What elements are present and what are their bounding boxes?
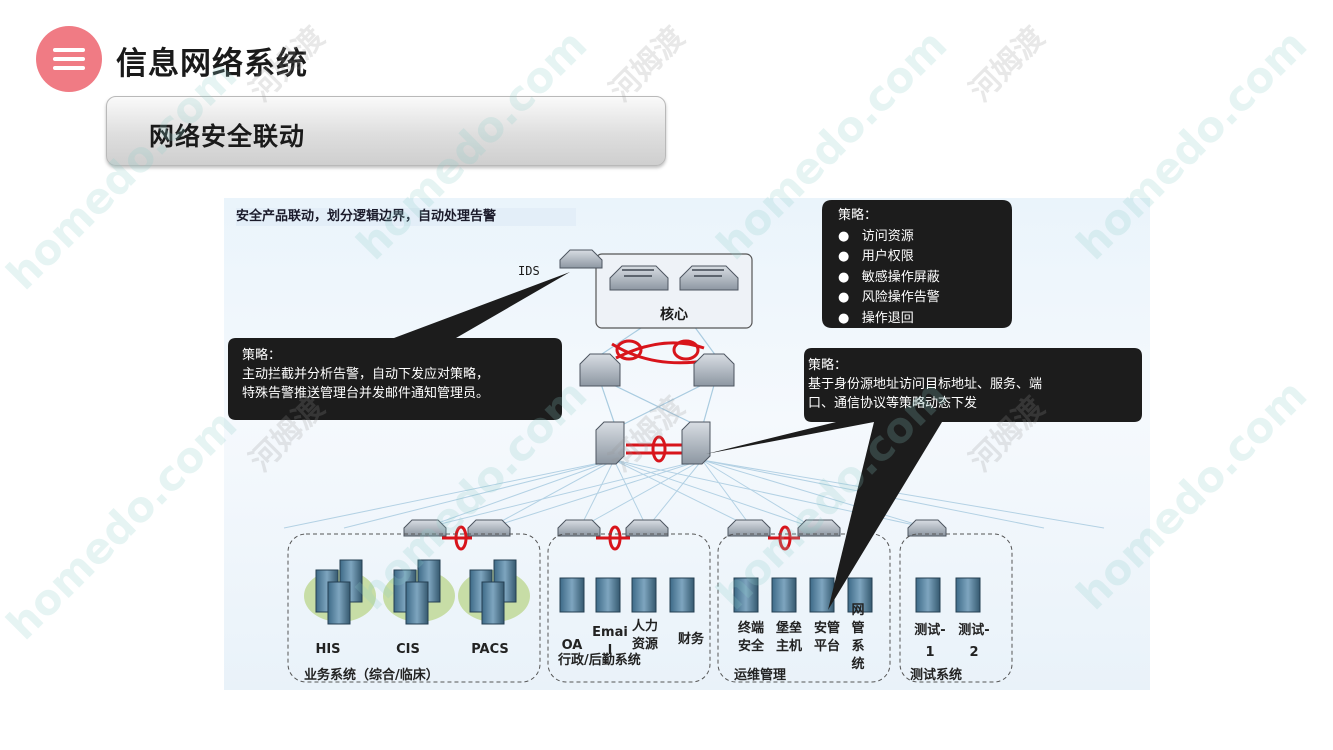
bullet-icon: ● bbox=[838, 228, 850, 244]
link-aggregation bbox=[442, 339, 800, 551]
server-label-test2: 测试-2 bbox=[958, 623, 990, 660]
server-icon-cis bbox=[393, 559, 441, 625]
server-label-bastion: 堡垒主机 bbox=[775, 621, 802, 654]
group-box-admin bbox=[547, 533, 711, 683]
menu-icon[interactable] bbox=[36, 26, 102, 92]
server-icon-his bbox=[315, 559, 363, 625]
section-banner: 网络安全联动 bbox=[106, 96, 666, 166]
access-switch-icon bbox=[625, 519, 669, 537]
section-title: 网络安全联动 bbox=[149, 122, 306, 151]
access-switch-icon bbox=[727, 519, 771, 537]
group-box-business bbox=[287, 533, 541, 683]
callout-ids-title: 策略： bbox=[242, 348, 282, 363]
diagram-graphics bbox=[228, 200, 1142, 683]
server-label-his: HIS bbox=[315, 642, 341, 657]
callout-access bbox=[706, 348, 1142, 454]
callout-strategy bbox=[822, 200, 1012, 328]
ids-label: IDS bbox=[518, 264, 540, 278]
server-label-hr: 人力资源 bbox=[631, 619, 658, 652]
aggregation-switch-icon bbox=[693, 353, 735, 387]
group-label-admin: 行政/后勤系统 bbox=[558, 653, 641, 668]
aggregation-switch-icon bbox=[579, 353, 621, 387]
core-switch-icon bbox=[679, 265, 739, 291]
access-switch-icon bbox=[403, 519, 447, 537]
access-switch-icon bbox=[797, 519, 841, 537]
server-label-terminal: 终端安全 bbox=[737, 621, 764, 654]
core-label: 核心 bbox=[660, 307, 688, 323]
server-icon-pacs bbox=[469, 559, 517, 625]
group-box-test bbox=[899, 533, 1013, 683]
watermark-brand: 河姆渡 bbox=[963, 20, 1052, 109]
server-icon bbox=[771, 577, 797, 613]
callout-access-text: 策略： 基于身份源地址访问目标地址、服务、端 口、通信协议等策略动态下发 bbox=[808, 356, 1140, 413]
server-icon bbox=[631, 577, 657, 613]
callout-ids-line: 主动拦截并分析告警，自动下发应对策略， bbox=[242, 367, 490, 382]
callout-strategy-item: ● 敏感操作屏蔽 bbox=[838, 269, 940, 285]
callout-ids-line: 特殊告警推送管理台并发邮件通知管理员。 bbox=[242, 386, 490, 401]
access-switch-icon bbox=[467, 519, 511, 537]
server-icon bbox=[595, 577, 621, 613]
server-label-netmgmt: 网管系统 bbox=[851, 603, 865, 672]
bullet-icon: ● bbox=[838, 269, 850, 285]
bullet-icon: ● bbox=[838, 310, 850, 326]
callout-shapes bbox=[228, 200, 1142, 610]
network-diagram: 安全产品联动，划分逻辑边界，自动处理告警 IDS 核心 策略： 主动拦截并分析告… bbox=[224, 198, 1150, 690]
watermark-text: homedo.com bbox=[0, 399, 247, 650]
callout-access-line: 基于身份源地址访问目标地址、服务、端 bbox=[808, 377, 1043, 392]
access-switch-icon bbox=[557, 519, 601, 537]
uplink-lines bbox=[283, 459, 1105, 529]
ids-device-icon bbox=[559, 249, 603, 269]
callout-access-line: 口、通信协议等策略动态下发 bbox=[808, 396, 978, 411]
callout-strategy-item: ● 用户权限 bbox=[838, 249, 914, 264]
callout-strategy-item: ● 操作退回 bbox=[838, 310, 914, 326]
server-icon bbox=[733, 577, 759, 613]
callout-strategy-text: 策略： ● 访问资源 ● 用户权限 ● 敏感操作屏蔽 ● 风险操作告警 ● 操作… bbox=[838, 206, 1008, 329]
callout-access-pointer bbox=[828, 422, 942, 610]
server-icon bbox=[955, 577, 981, 613]
bullet-icon: ● bbox=[838, 249, 850, 264]
callout-strategy-title: 策略： bbox=[838, 208, 878, 223]
callout-ids bbox=[228, 272, 570, 420]
server-label-secmgmt: 安管平台 bbox=[813, 621, 840, 654]
firewall-icon bbox=[681, 421, 711, 465]
group-label-ops: 运维管理 bbox=[734, 668, 787, 683]
callout-ids-text: 策略： 主动拦截并分析告警，自动下发应对策略， 特殊告警推送管理台并发邮件通知管… bbox=[242, 346, 560, 403]
server-label-pacs: PACS bbox=[471, 642, 509, 657]
server-icon bbox=[669, 577, 695, 613]
access-switch-icon bbox=[907, 519, 947, 537]
server-icon bbox=[847, 577, 873, 613]
callout-access-title: 策略： bbox=[808, 358, 848, 373]
callout-strategy-item: ● 访问资源 bbox=[838, 228, 914, 244]
server-label-email: Email bbox=[592, 625, 628, 658]
group-box-ops bbox=[717, 533, 891, 683]
group-label-business: 业务系统（综合/临床） bbox=[304, 668, 439, 683]
bullet-icon: ● bbox=[838, 290, 850, 305]
callout-strategy-item: ● 风险操作告警 bbox=[838, 290, 940, 305]
server-label-test1: 测试-1 bbox=[914, 623, 946, 660]
server-icon bbox=[559, 577, 585, 613]
server-icon bbox=[915, 577, 941, 613]
core-switch-icon bbox=[609, 265, 669, 291]
watermark-text: homedo.com bbox=[0, 49, 247, 300]
page-title: 信息网络系统 bbox=[116, 46, 308, 82]
server-label-cis: CIS bbox=[396, 642, 420, 657]
server-icon bbox=[809, 577, 835, 613]
server-label-finance: 财务 bbox=[677, 632, 704, 647]
server-label-oa: OA bbox=[561, 638, 583, 653]
firewall-icon bbox=[595, 421, 625, 465]
diagram-caption: 安全产品联动，划分逻辑边界，自动处理告警 bbox=[236, 208, 576, 226]
group-label-test: 测试系统 bbox=[910, 668, 963, 683]
